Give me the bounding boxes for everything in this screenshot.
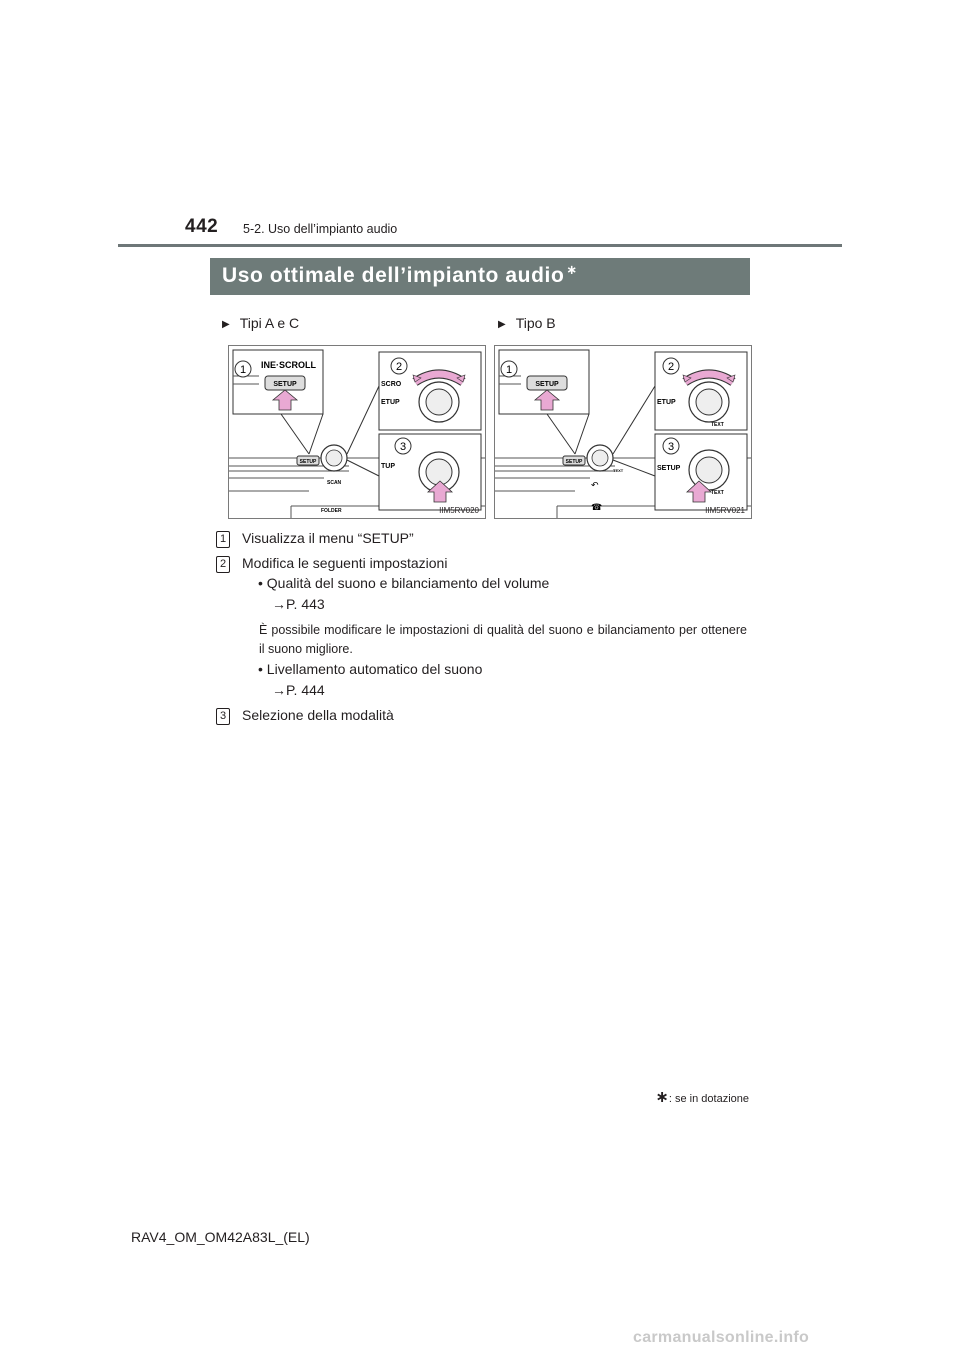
press-arrow-icon	[271, 389, 299, 411]
step-2: 2 Modifica le seguenti impostazioni	[216, 555, 447, 573]
press-arrow-icon	[426, 480, 454, 503]
setup-key-small-label: SETUP	[566, 459, 583, 465]
callout-3-label: 3	[668, 441, 674, 453]
triangle-bullet-icon: ▶	[498, 319, 506, 330]
figure-code: IIM5RV020	[439, 506, 479, 515]
setup-key-small-label: SETUP	[300, 459, 317, 465]
back-icon: ↶	[591, 480, 599, 490]
step-number-badge: 1	[216, 530, 230, 548]
dashboard-lines	[229, 457, 485, 492]
phone-icon: ☎	[591, 502, 602, 512]
callout-2-label: 2	[668, 361, 674, 373]
setup-partial-label: ETUP	[657, 399, 676, 406]
figure-code: IIM5RV021	[705, 506, 745, 515]
section-title-bar: Uso ottimale dell’impianto audio∗	[210, 258, 750, 295]
setup-key-small	[562, 455, 586, 466]
variant-label-right: ▶ Tipo B	[498, 315, 556, 331]
text-label-top: TEXT	[711, 422, 724, 428]
step-1: 1 Visualizza il menu “SETUP”	[216, 530, 414, 548]
line-scroll-label: INE·SCROLL	[261, 360, 317, 370]
callout-2	[662, 357, 680, 375]
page-number: 442	[185, 216, 219, 237]
variant-label-left: ▶ Tipi A e C	[222, 315, 299, 331]
setup-button-label: SETUP	[535, 381, 559, 388]
bullet-sound-quality: • Qualità del suono e bilanciamento del …	[258, 575, 550, 591]
callout-2-label: 2	[396, 361, 402, 373]
footnote: ∗: se in dotazione	[655, 1087, 749, 1107]
step-number-badge: 2	[216, 555, 230, 573]
page-ref-444: →P. 444	[272, 682, 325, 698]
section-reference: 5-2. Uso dell’impianto audio	[243, 222, 398, 236]
step-text: Modifica le seguenti impostazioni	[242, 555, 448, 571]
callout-3	[394, 437, 412, 455]
callout-3-label: 3	[400, 441, 406, 453]
section-title: Uso ottimale dell’impianto audio∗	[222, 262, 578, 288]
footnote-text: : se in dotazione	[668, 1093, 749, 1105]
triangle-bullet-icon: ▶	[222, 319, 230, 330]
callout-2	[390, 357, 408, 375]
press-arrow-icon	[533, 389, 561, 411]
callout-1-label: 1	[240, 364, 246, 376]
step-3: 3 Selezione della modalità	[216, 707, 394, 725]
setup-key-small	[296, 455, 320, 466]
callout-3	[662, 437, 680, 455]
document-code: RAV4_OM_OM42A83L_(EL)	[131, 1229, 310, 1245]
callout-1	[234, 360, 252, 378]
page-ref-443: →P. 443	[272, 596, 325, 612]
audio-panel-illustration: SETUP TEXT ↶ ☎ SETUP 1 2 ETUP TEXT 3 SET…	[495, 349, 751, 518]
tup-partial-label: TUP	[381, 463, 395, 470]
press-arrow-icon	[685, 480, 713, 503]
figure-audio-controls-b: SETUP TEXT ↶ ☎ SETUP 1 2 ETUP TEXT 3 SET…	[494, 345, 752, 519]
text-label-bottom: TEXT	[711, 490, 724, 496]
variant-label-text: Tipo B	[515, 315, 556, 331]
scan-label: SCAN	[327, 480, 342, 486]
setup-button-label: SETUP	[273, 381, 297, 388]
note-text: È possibile modificare le impostazioni d…	[259, 623, 747, 656]
asterisk-icon: ∗	[655, 1089, 669, 1106]
bullet-auto-level: • Livellamento automatico del suono	[258, 661, 483, 677]
header-divider	[118, 244, 842, 247]
step-number-badge: 3	[216, 707, 230, 725]
optional-marker-icon: ∗	[566, 262, 578, 277]
callout-1	[500, 360, 518, 378]
setup-partial-label: ETUP	[381, 399, 400, 406]
callout-1-label: 1	[506, 364, 512, 376]
watermark: carmanualsonline.info	[633, 1329, 810, 1346]
audio-panel-illustration: SETUP SCAN FOLDER INE·SCROLL SETUP 1 2 S…	[229, 349, 485, 518]
folder-label: FOLDER	[321, 508, 342, 514]
variant-label-text: Tipi A e C	[239, 315, 300, 331]
setup-partial-label: SETUP	[657, 465, 681, 472]
small-text-label: TEXT	[613, 468, 624, 473]
scroll-partial-label: SCRO	[381, 381, 402, 388]
section-title-text: Uso ottimale dell’impianto audio	[222, 264, 565, 287]
step-text: Selezione della modalità	[242, 707, 394, 723]
step-text: Visualizza il menu “SETUP”	[242, 530, 414, 546]
figure-audio-controls-a-c: SETUP SCAN FOLDER INE·SCROLL SETUP 1 2 S…	[228, 345, 486, 519]
